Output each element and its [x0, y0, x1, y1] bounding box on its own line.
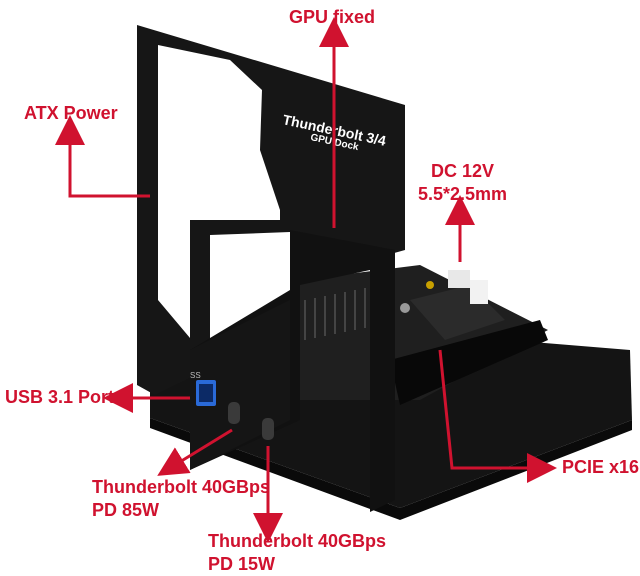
- gpu-fixed-label: GPU fixed: [289, 7, 376, 27]
- atx-callout: [55, 115, 150, 198]
- atx-power-label: ATX Power: [24, 103, 118, 123]
- tb85-callout: [157, 428, 233, 476]
- dc-jack: [448, 270, 470, 288]
- usb-port-label: USB 3.1 Port: [5, 387, 115, 407]
- tb-port-15w: [262, 418, 274, 440]
- tb-port-85w: [228, 402, 240, 424]
- pcie-label: PCIE x16: [562, 457, 640, 477]
- dc-power-label: DC 12V 5.5*2.5mm: [418, 161, 508, 204]
- atx-frame: [137, 25, 405, 395]
- thunderbolt-15w-label: Thunderbolt 40GBps PD 15W: [208, 531, 387, 574]
- svg-text:SS: SS: [190, 371, 201, 380]
- pcie-slot: [390, 320, 548, 405]
- thunderbolt-85w-label: Thunderbolt 40GBps PD 85W: [92, 477, 271, 520]
- atx-connector: [470, 280, 488, 304]
- pcie-callout: [438, 349, 557, 483]
